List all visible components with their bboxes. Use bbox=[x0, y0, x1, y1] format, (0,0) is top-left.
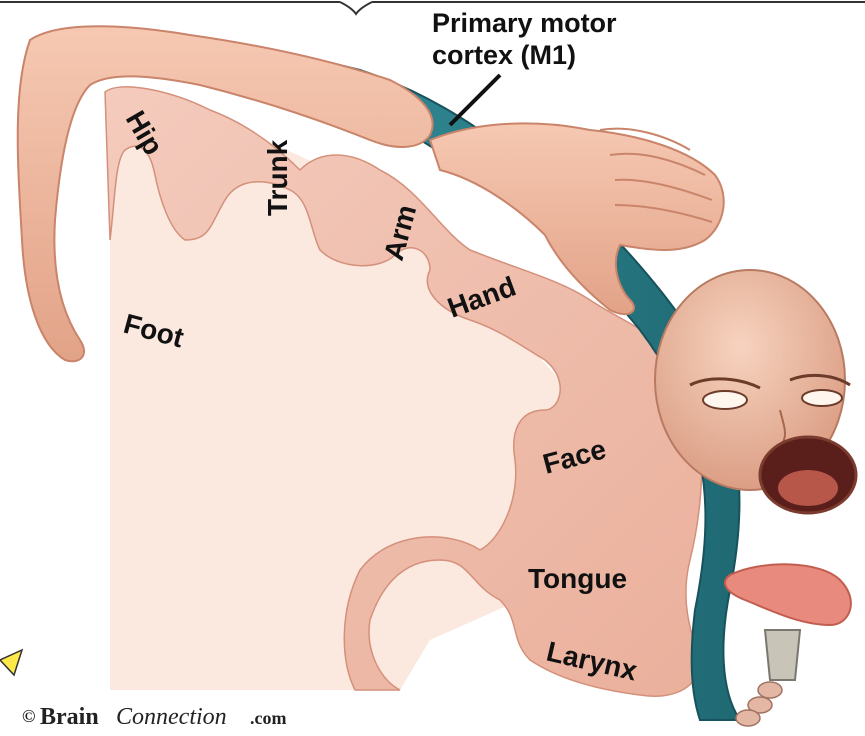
homunculus-larynx bbox=[736, 630, 800, 726]
title-pointer-line bbox=[450, 75, 500, 125]
title-line-2: cortex (M1) bbox=[432, 40, 576, 70]
label-trunk: Trunk bbox=[262, 139, 293, 216]
label-tongue: Tongue bbox=[528, 563, 627, 594]
homunculus-tongue bbox=[725, 564, 851, 625]
corner-arrow-icon bbox=[0, 650, 22, 675]
credit-brand-italic: Connection bbox=[116, 704, 227, 730]
credit-brand-bold: Brain bbox=[40, 704, 99, 730]
copyright-symbol: © bbox=[22, 706, 35, 726]
credit-domain: .com bbox=[250, 708, 286, 728]
credit-line: © Brain Connection .com bbox=[22, 704, 286, 730]
title-line-1: Primary motor bbox=[432, 8, 617, 38]
